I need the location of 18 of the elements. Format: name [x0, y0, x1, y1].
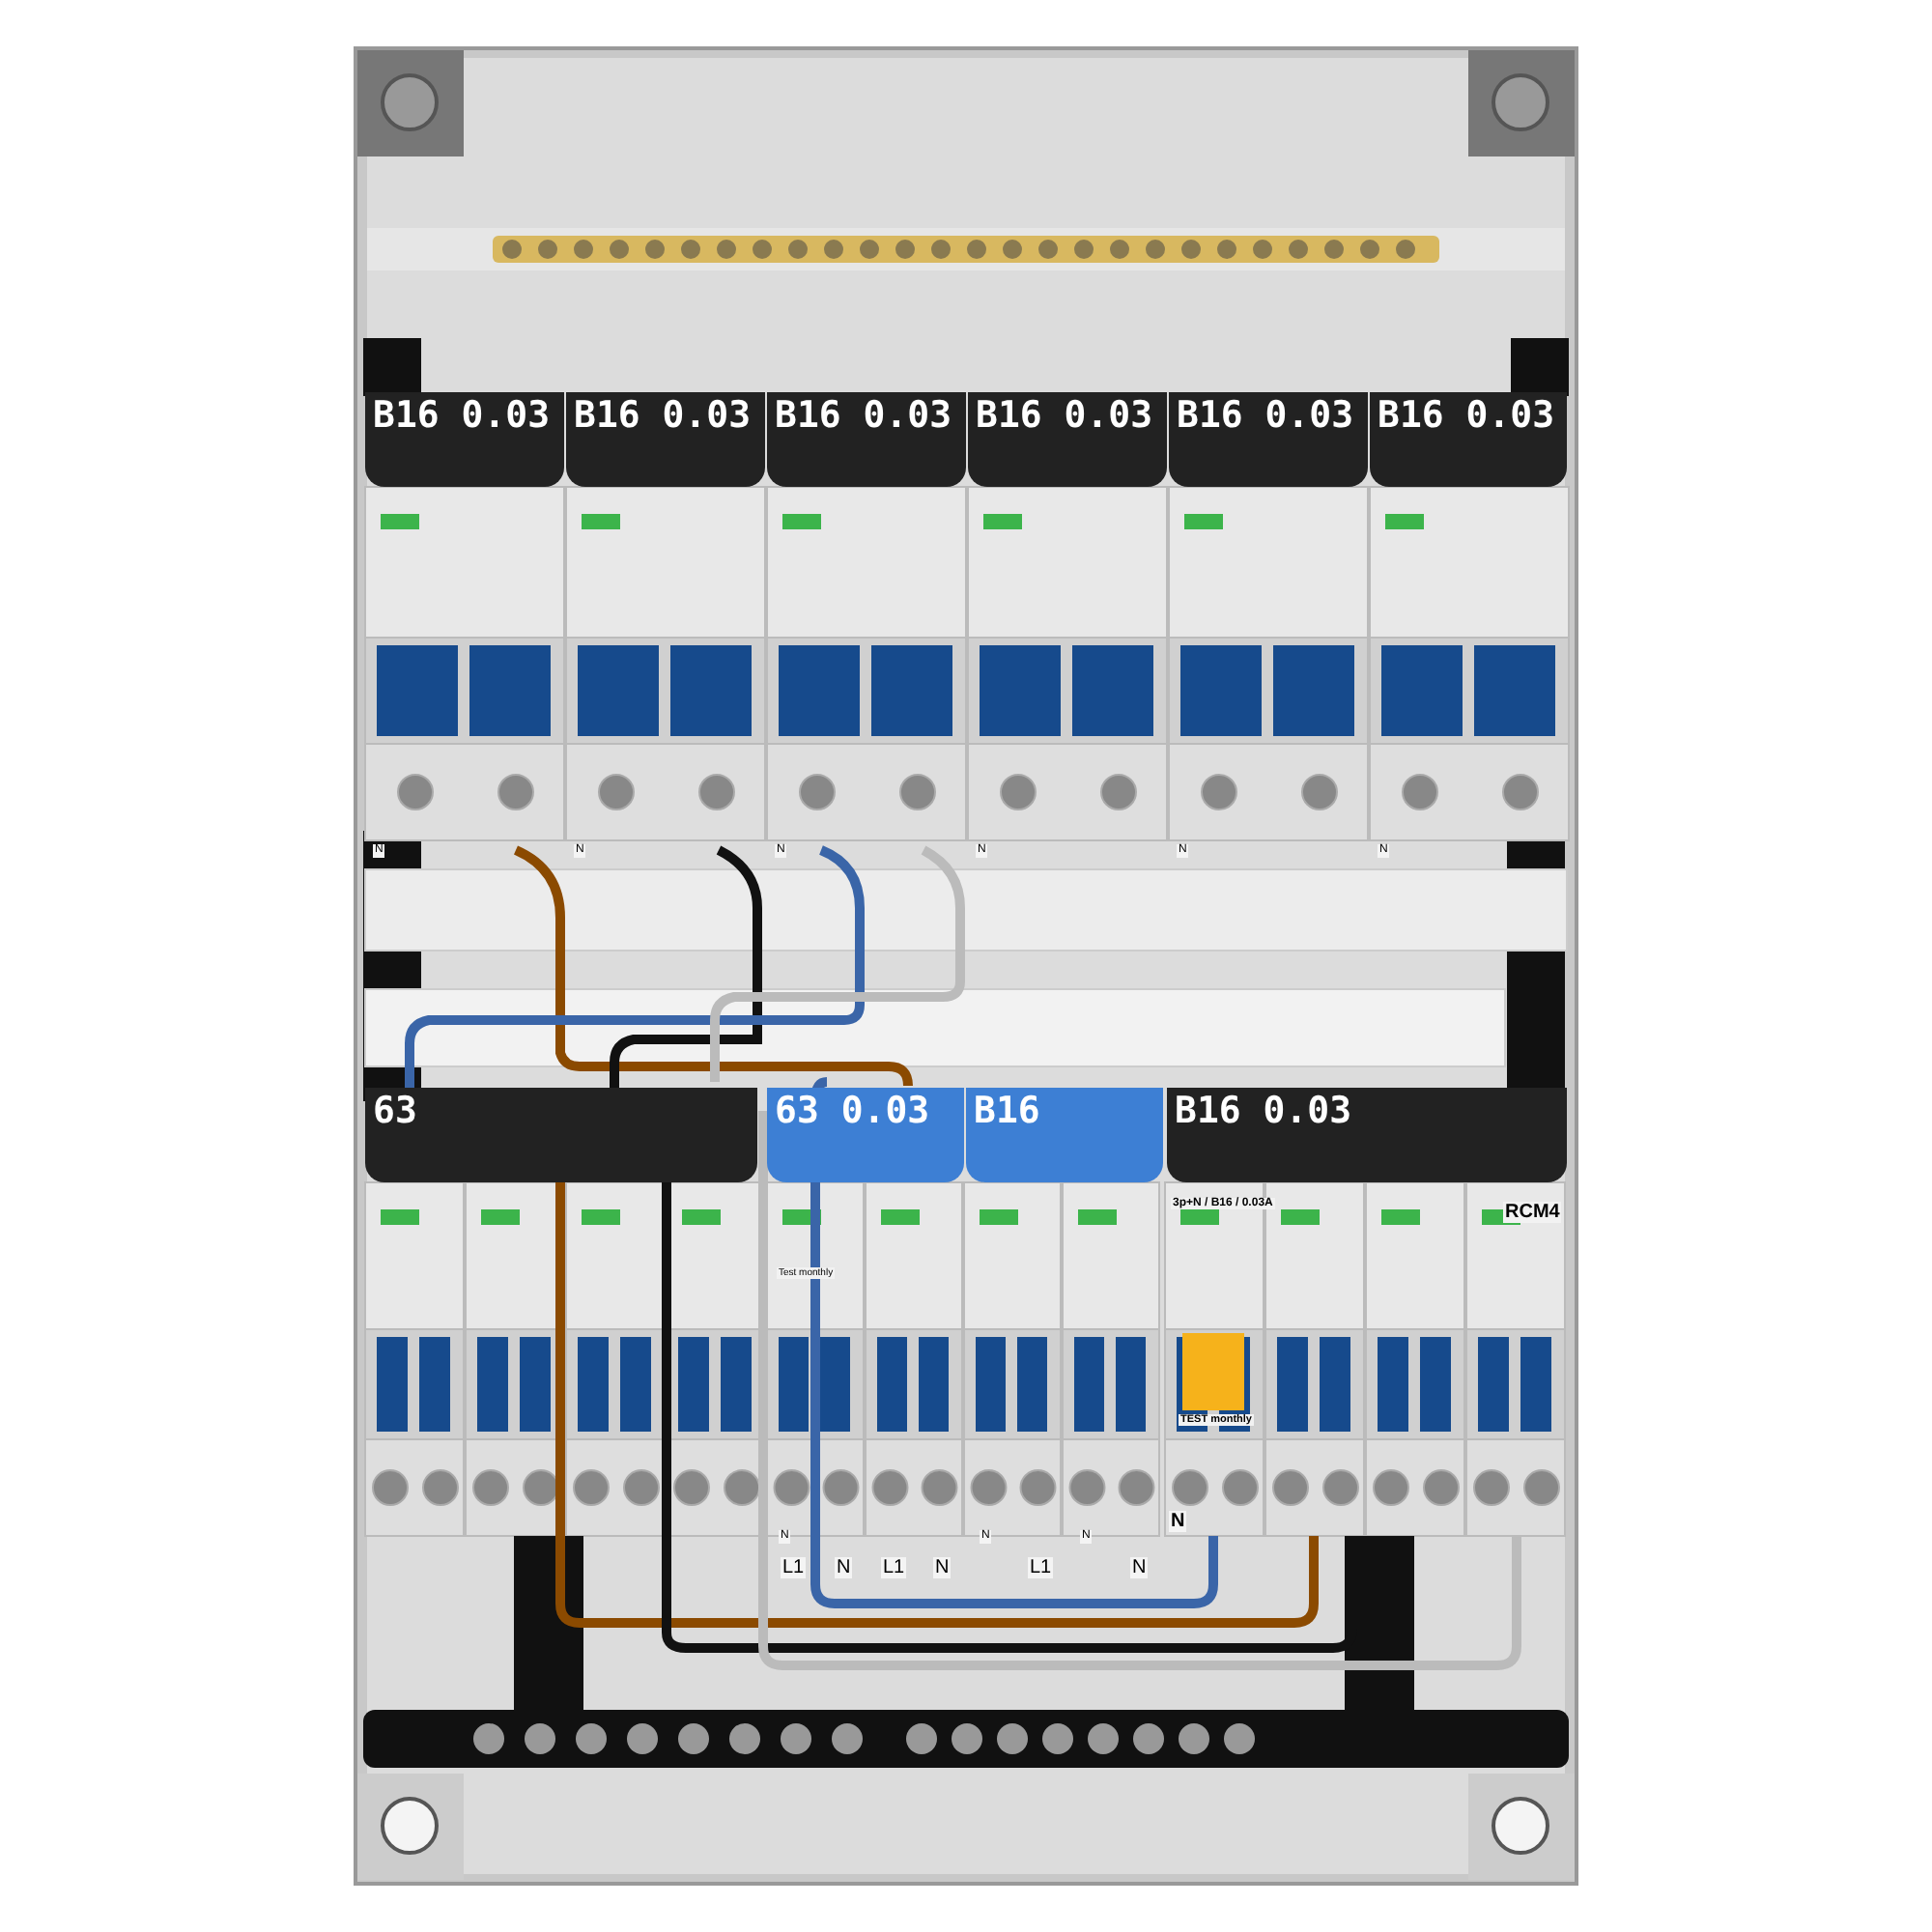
terminal-label: L1: [781, 1557, 807, 1578]
terminal-label: L1: [1028, 1557, 1054, 1578]
rating-label: B16 0.03: [968, 392, 1167, 487]
rating-label: 63: [365, 1088, 757, 1182]
terminal-label: N: [1169, 1511, 1187, 1532]
terminal-label: N: [933, 1557, 952, 1578]
rating-label: B16 0.03: [767, 392, 966, 487]
rating-label: B16 0.03: [1370, 392, 1567, 487]
rating-label: 63 0.03: [767, 1088, 964, 1182]
rating-label: B16: [966, 1088, 1163, 1182]
rating-label: B16 0.03: [566, 392, 765, 487]
module-name: RCM4: [1503, 1202, 1562, 1223]
terminal-label: N: [835, 1557, 853, 1578]
terminal-label: L1: [881, 1557, 907, 1578]
rating-label: B16 0.03: [1169, 392, 1368, 487]
rating-label: B16 0.03: [1167, 1088, 1567, 1182]
rating-label: B16 0.03: [365, 392, 564, 487]
terminal-label: N: [1130, 1557, 1149, 1578]
